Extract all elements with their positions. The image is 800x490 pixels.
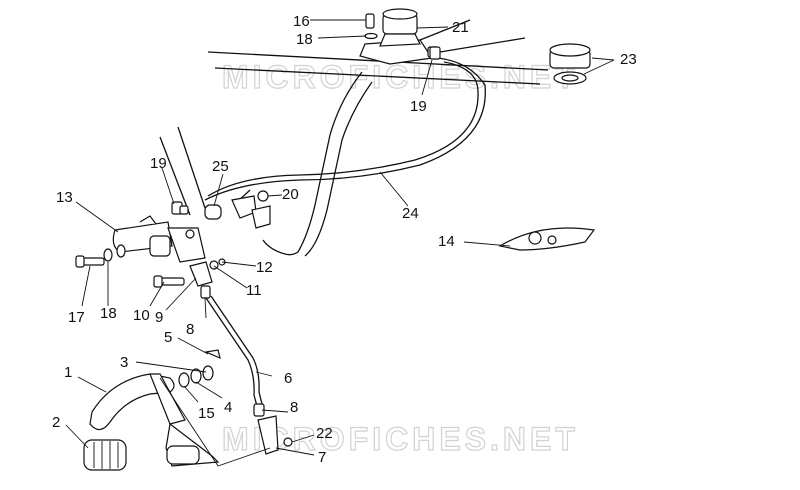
bolt-17 (75, 255, 105, 268)
brake-fluid-reservoir (359, 8, 439, 65)
pin-5 (203, 349, 221, 360)
master-cylinder (112, 215, 206, 263)
brake-hose (204, 57, 486, 201)
label-21: 21 (452, 19, 469, 36)
clevis-9 (189, 261, 213, 287)
label-1: 1 (64, 364, 72, 381)
label-11: 11 (246, 282, 262, 299)
push-rod (205, 297, 259, 411)
ring-15 (178, 372, 190, 388)
label-20: 20 (282, 186, 299, 203)
label-16: 16 (293, 13, 310, 30)
hose-clip (498, 227, 596, 251)
label-5: 5 (164, 329, 172, 346)
label-12: 12 (256, 259, 273, 276)
label-8-upper: 8 (186, 321, 194, 338)
bolt-10 (153, 275, 185, 288)
label-19-left: 19 (150, 155, 167, 172)
watermark-bottom: MICROFICHES.NET (222, 421, 579, 457)
leader-lines (65, 19, 615, 456)
nut-8-upper (200, 285, 211, 299)
brake-hose-inner (207, 61, 479, 197)
label-18-top: 18 (296, 31, 313, 48)
banjo-fitting-19-top (429, 46, 441, 60)
nut-20 (257, 190, 269, 202)
label-6: 6 (284, 370, 292, 387)
label-19-top: 19 (410, 98, 427, 115)
spacer-25 (204, 204, 222, 220)
label-22: 22 (316, 425, 333, 442)
pedal-rubber (83, 439, 127, 471)
label-7: 7 (318, 449, 326, 466)
clip-22 (283, 437, 293, 447)
label-24: 24 (402, 205, 419, 222)
label-17: 17 (68, 309, 85, 326)
washer-18 (103, 248, 113, 262)
label-14: 14 (438, 233, 455, 250)
fork-7 (257, 415, 279, 455)
washer-18b (116, 244, 126, 258)
screw-16 (364, 13, 378, 40)
label-15: 15 (198, 405, 215, 422)
pedal-link (159, 377, 271, 467)
label-25: 25 (212, 158, 229, 175)
label-8-lower: 8 (290, 399, 298, 416)
banjo-fitting-19 (171, 201, 189, 215)
label-9: 9 (155, 309, 163, 326)
label-2: 2 (52, 414, 60, 431)
hose-bracket (231, 195, 257, 219)
push-rod-edge (210, 295, 264, 409)
label-23: 23 (620, 51, 637, 68)
label-18-left: 18 (100, 305, 117, 322)
label-3: 3 (120, 354, 128, 371)
brake-pedal-lever (89, 373, 220, 467)
hose-bracket-2 (251, 205, 271, 229)
label-10: 10 (133, 307, 150, 324)
washer-4 (190, 368, 202, 384)
label-4: 4 (224, 399, 232, 416)
washer-3 (202, 365, 214, 381)
frame-tubes (159, 19, 549, 257)
reservoir-cap (549, 43, 591, 85)
label-13: 13 (56, 189, 73, 206)
